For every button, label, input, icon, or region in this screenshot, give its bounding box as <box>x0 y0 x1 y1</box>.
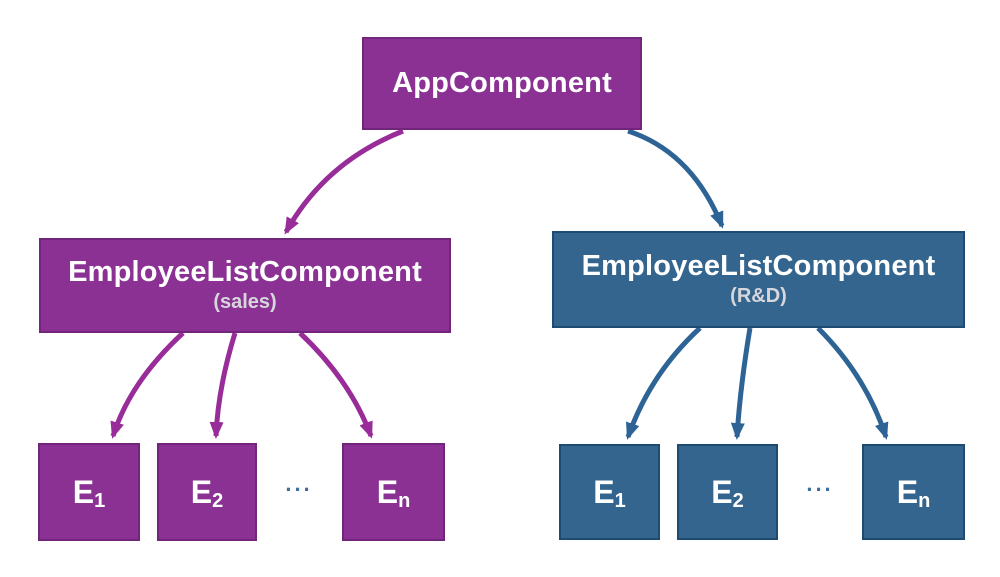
node-rnd-employee-1: E1 <box>559 444 660 540</box>
node-app-component-label: AppComponent <box>392 66 612 99</box>
node-sales-employee-n: En <box>342 443 445 541</box>
node-sales-employee-n-label: En <box>376 473 411 512</box>
node-rnd-employee-2-label: E2 <box>711 473 744 512</box>
arrow-sales-to-en <box>298 331 374 439</box>
node-sales-employee-2-label: E2 <box>190 473 224 512</box>
node-sales-employee-1-label: E1 <box>72 473 106 512</box>
node-rnd-employee-1-label: E1 <box>593 473 626 512</box>
arrow-rnd-to-en <box>816 326 889 440</box>
node-employee-list-sales: EmployeeListComponent (sales) <box>39 238 451 333</box>
node-rnd-employee-n-label: En <box>896 473 931 512</box>
arrow-rnd-to-e2 <box>730 327 753 440</box>
node-app-component: AppComponent <box>362 37 642 130</box>
node-employee-list-rnd-subtitle: (R&D) <box>730 285 787 308</box>
node-employee-list-rnd-title: EmployeeListComponent <box>581 249 936 282</box>
node-employee-list-sales-title: EmployeeListComponent <box>68 255 422 288</box>
arrow-sales-to-e1 <box>110 331 185 439</box>
arrow-app-to-sales <box>283 128 404 235</box>
arrow-app-to-rnd <box>627 128 725 229</box>
node-rnd-employee-n: En <box>862 444 965 540</box>
node-sales-employee-2: E2 <box>157 443 257 541</box>
arrow-sales-to-e2 <box>209 332 238 439</box>
node-rnd-employee-2: E2 <box>677 444 778 540</box>
ellipsis-sales: ... <box>285 471 313 496</box>
node-employee-list-rnd: EmployeeListComponent (R&D) <box>552 231 965 328</box>
node-employee-list-sales-subtitle: (sales) <box>213 291 277 314</box>
node-sales-employee-1: E1 <box>38 443 140 541</box>
arrow-rnd-to-e1 <box>625 326 702 440</box>
ellipsis-rnd: ... <box>806 471 834 496</box>
